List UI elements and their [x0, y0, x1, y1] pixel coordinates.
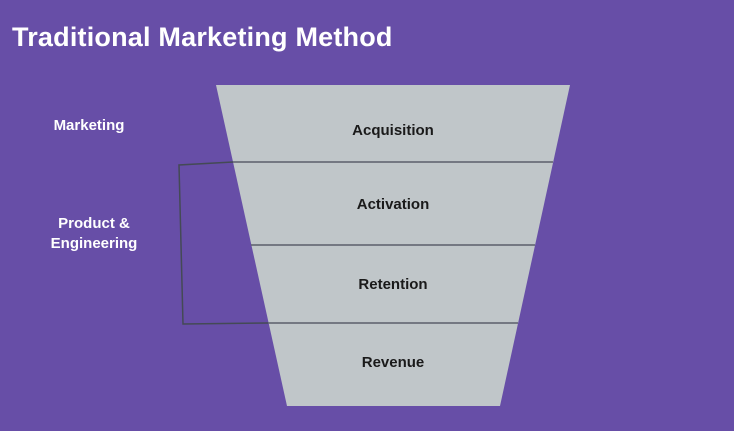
product-label-line2: Engineering — [50, 235, 138, 252]
stage-acquisition: Acquisition — [352, 122, 434, 139]
product-engineering-bracket — [178, 161, 269, 325]
stage-revenue: Revenue — [362, 354, 425, 371]
stage-retention: Retention — [358, 276, 427, 293]
marketing-label: Marketing — [53, 117, 125, 134]
stage-activation: Activation — [357, 196, 430, 213]
product-engineering-label: Product & Engineering — [38, 214, 150, 254]
page-title: Traditional Marketing Method — [12, 22, 393, 52]
product-label-line1: Product & — [58, 215, 130, 232]
